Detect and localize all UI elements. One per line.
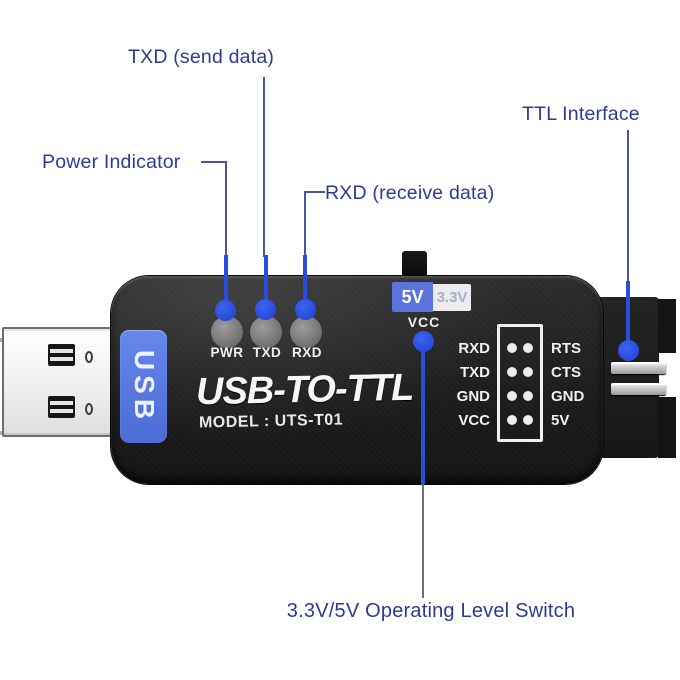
pin-label-cts: CTS xyxy=(551,364,581,381)
leader-line-rxd-vertical xyxy=(304,191,306,257)
annotation-rxd-receive-data: RXD (receive data) xyxy=(325,182,495,204)
rxd-led-label: RXD xyxy=(291,345,322,360)
annotation-power-indicator: Power Indicator xyxy=(42,151,181,173)
leader-line-ttl xyxy=(627,130,629,283)
pin-dot xyxy=(507,367,517,377)
leader-line-level-switch xyxy=(422,484,424,598)
pin-dot xyxy=(523,343,533,353)
annotation-txd-send-data: TXD (send data) xyxy=(128,46,275,68)
voltage-switch-5v: 5V xyxy=(392,282,433,312)
pwr-led xyxy=(211,316,243,348)
pin-dot xyxy=(523,415,533,425)
pointer-dot-rxd xyxy=(295,299,316,320)
pin-dot xyxy=(523,391,533,401)
pwr-led-label: PWR xyxy=(210,345,244,360)
pointer-line-ttl xyxy=(626,281,630,351)
voltage-switch-3v3: 3.3V xyxy=(433,284,471,311)
pointer-dot-ttl xyxy=(618,340,639,361)
leader-line-txd xyxy=(263,77,265,257)
pointer-dot-vcc xyxy=(413,331,434,352)
usb-contact-stripe xyxy=(50,401,73,405)
pointer-line-vcc xyxy=(421,344,425,484)
device-title: USB-TO-TTL xyxy=(195,366,414,414)
pointer-line-rxd xyxy=(303,255,307,311)
leader-line-power-horizontal xyxy=(201,161,227,163)
device-model-label: MODEL : UTS-T01 xyxy=(198,411,344,432)
pointer-dot-txd xyxy=(255,299,276,320)
ttl-connector-pin xyxy=(611,383,666,395)
txd-led xyxy=(250,316,282,348)
usb-plug-hole xyxy=(85,351,93,363)
txd-led-label: TXD xyxy=(252,345,282,360)
pin-dot xyxy=(523,367,533,377)
leader-line-power-vertical xyxy=(225,161,227,257)
usb-plug-contact xyxy=(48,396,75,418)
leader-line-rxd-horizontal xyxy=(305,191,325,193)
pin-label-rts: RTS xyxy=(551,340,581,357)
annotation-operating-level-switch: 3.3V/5V Operating Level Switch xyxy=(286,600,576,622)
pin-dot xyxy=(507,343,517,353)
ttl-connector-bottom-flange xyxy=(658,397,676,458)
pointer-line-pwr xyxy=(224,255,228,311)
annotation-ttl-interface: TTL Interface xyxy=(522,103,640,125)
pin-label-5v: 5V xyxy=(551,412,570,429)
pin-label-vcc: VCC xyxy=(458,412,490,429)
pin-label-gnd-left: GND xyxy=(456,388,490,405)
ttl-connector-top-flange xyxy=(658,299,676,353)
rxd-led xyxy=(290,316,322,348)
pin-label-gnd-right: GND xyxy=(551,388,585,405)
pin-header-outline xyxy=(497,324,543,442)
pin-label-rxd: RXD xyxy=(458,340,490,357)
usb-plug-contact xyxy=(48,344,75,366)
usb-badge: USB xyxy=(120,330,167,443)
ttl-connector-block xyxy=(592,297,659,458)
adapter-body xyxy=(111,276,603,484)
pin-dot xyxy=(507,391,517,401)
ttl-connector-pin xyxy=(611,362,666,374)
pointer-dot-pwr xyxy=(215,300,236,321)
vcc-switch-label: VCC xyxy=(407,314,441,330)
usb-contact-stripe xyxy=(50,357,73,361)
usb-plug-hole xyxy=(85,403,93,415)
usb-contact-stripe xyxy=(50,349,73,353)
pointer-line-txd xyxy=(264,255,268,311)
pin-label-txd: TXD xyxy=(460,364,490,381)
usb-badge-label: USB xyxy=(128,349,160,424)
usb-contact-stripe xyxy=(50,409,73,413)
pin-dot xyxy=(507,415,517,425)
